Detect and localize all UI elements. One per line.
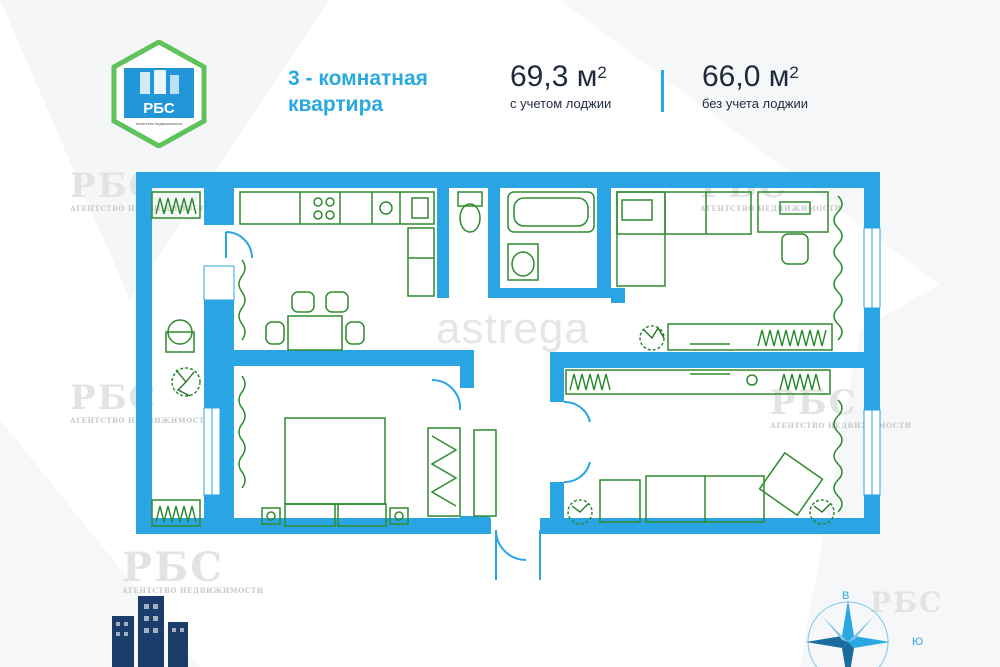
area-net: 66,0 м2 без учета лоджии bbox=[702, 60, 808, 111]
area-total-value: 69,3 м bbox=[510, 60, 598, 93]
area-net-sup: 2 bbox=[789, 63, 799, 82]
area-total-note: с учетом лоджии bbox=[510, 96, 612, 111]
compass-icon bbox=[806, 600, 890, 667]
compass-east-label: Ю bbox=[912, 636, 924, 648]
area-separator bbox=[661, 70, 664, 112]
area-net-value: 66,0 м bbox=[702, 60, 790, 93]
watermark-site: astrega bbox=[436, 304, 590, 353]
area-net-note: без учета лоджии bbox=[702, 96, 809, 111]
area-total: 69,3 м2 с учетом лоджии bbox=[510, 60, 611, 111]
watermark-brand: РБС bbox=[870, 586, 944, 619]
building-icon bbox=[112, 596, 188, 667]
logo-brand: РБС bbox=[143, 100, 175, 117]
watermark-brand: РБС АГЕНТСТВО НЕДВИЖИМОСТИ bbox=[770, 383, 912, 430]
compass-north-label: В bbox=[842, 590, 850, 602]
company-logo: РБС агентство недвижимости bbox=[111, 40, 207, 148]
watermark-brand: РБС АГЕНТСТВО НЕДВИЖИМОСТИ bbox=[122, 544, 264, 596]
furniture bbox=[151, 191, 843, 527]
doors bbox=[225, 231, 591, 580]
rooms-title: 3 - комнатная квартира bbox=[288, 67, 428, 116]
area-total-sup: 2 bbox=[597, 63, 607, 82]
logo-tagline: агентство недвижимости bbox=[136, 121, 182, 126]
